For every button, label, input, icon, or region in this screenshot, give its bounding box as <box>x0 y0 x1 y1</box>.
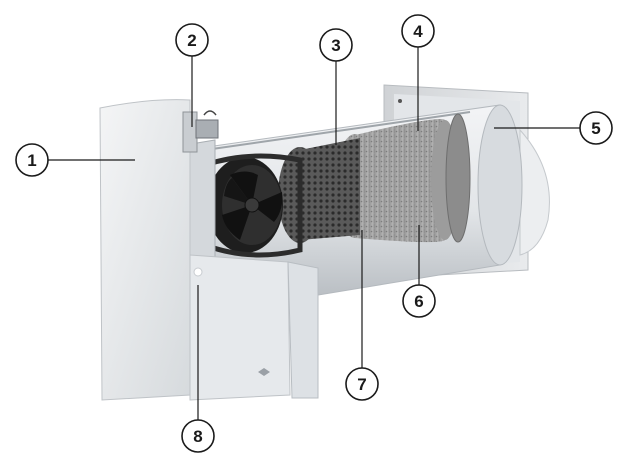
callout-5-label: 5 <box>591 119 600 138</box>
mesh-heat-exchanger <box>278 138 360 243</box>
filter-ring <box>445 113 471 243</box>
callout-8: 8 <box>181 419 215 453</box>
callout-1: 1 <box>15 143 49 177</box>
callout-4: 4 <box>401 14 435 48</box>
callout-6: 6 <box>402 284 436 318</box>
callout-5: 5 <box>579 111 613 145</box>
callout-1-label: 1 <box>27 151 36 170</box>
fan <box>202 153 303 258</box>
led-indicator <box>193 267 203 277</box>
callout-3: 3 <box>319 28 353 62</box>
outer-hood <box>519 128 550 256</box>
callout-2: 2 <box>175 23 209 57</box>
callout-4-label: 4 <box>413 22 423 41</box>
callout-7-label: 7 <box>357 375 366 394</box>
callout-3-label: 3 <box>331 36 340 55</box>
front-panel <box>99 99 319 401</box>
callout-2-label: 2 <box>187 31 196 50</box>
leader-lines <box>47 47 580 420</box>
control-board <box>182 110 219 153</box>
callout-8-label: 8 <box>193 427 202 446</box>
callout-7: 7 <box>345 367 379 401</box>
callout-6-label: 6 <box>414 292 423 311</box>
